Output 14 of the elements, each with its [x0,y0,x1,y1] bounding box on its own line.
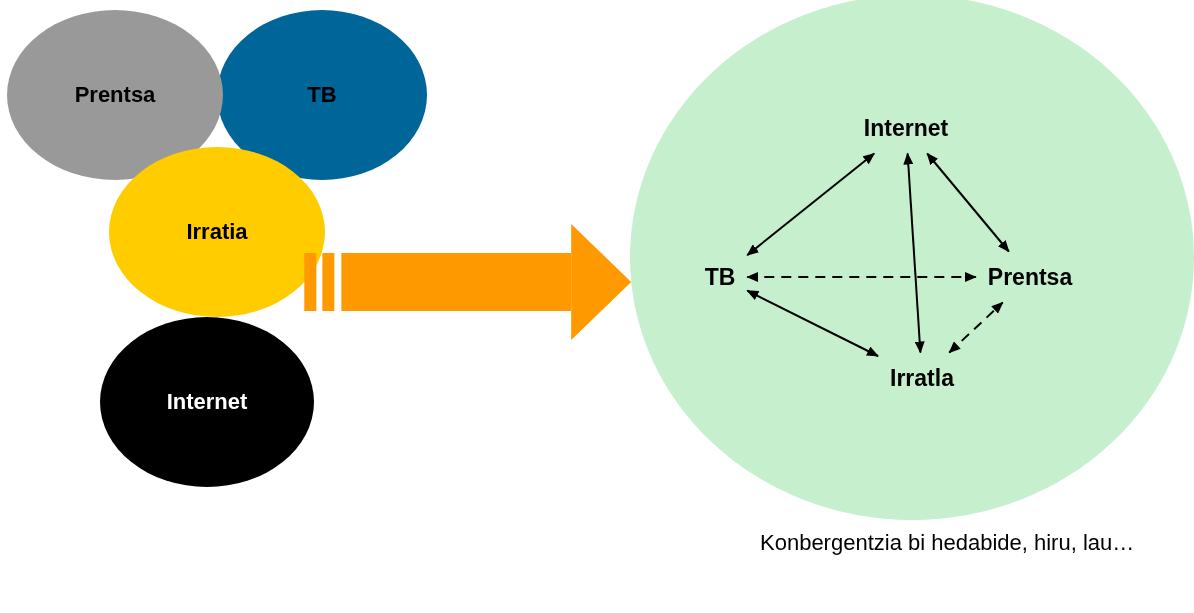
dashed-double-arrow [746,272,977,282]
ellipse-node: Prentsa [7,10,223,180]
node-label: Prentsa [987,263,1073,291]
block-arrow [304,224,632,340]
double-arrow [746,152,876,257]
double-arrow [903,152,925,354]
double-arrow [926,152,1010,253]
node-label: Irratla [890,364,954,392]
ellipse-node: Internet [100,317,314,487]
node-label: Internet [863,114,949,142]
caption: Konbergentzia bi hedabide, hiru, lau… [760,529,1136,557]
dashed-double-arrow [948,301,1004,354]
node-label: TB [704,263,736,291]
double-arrow [746,289,879,357]
